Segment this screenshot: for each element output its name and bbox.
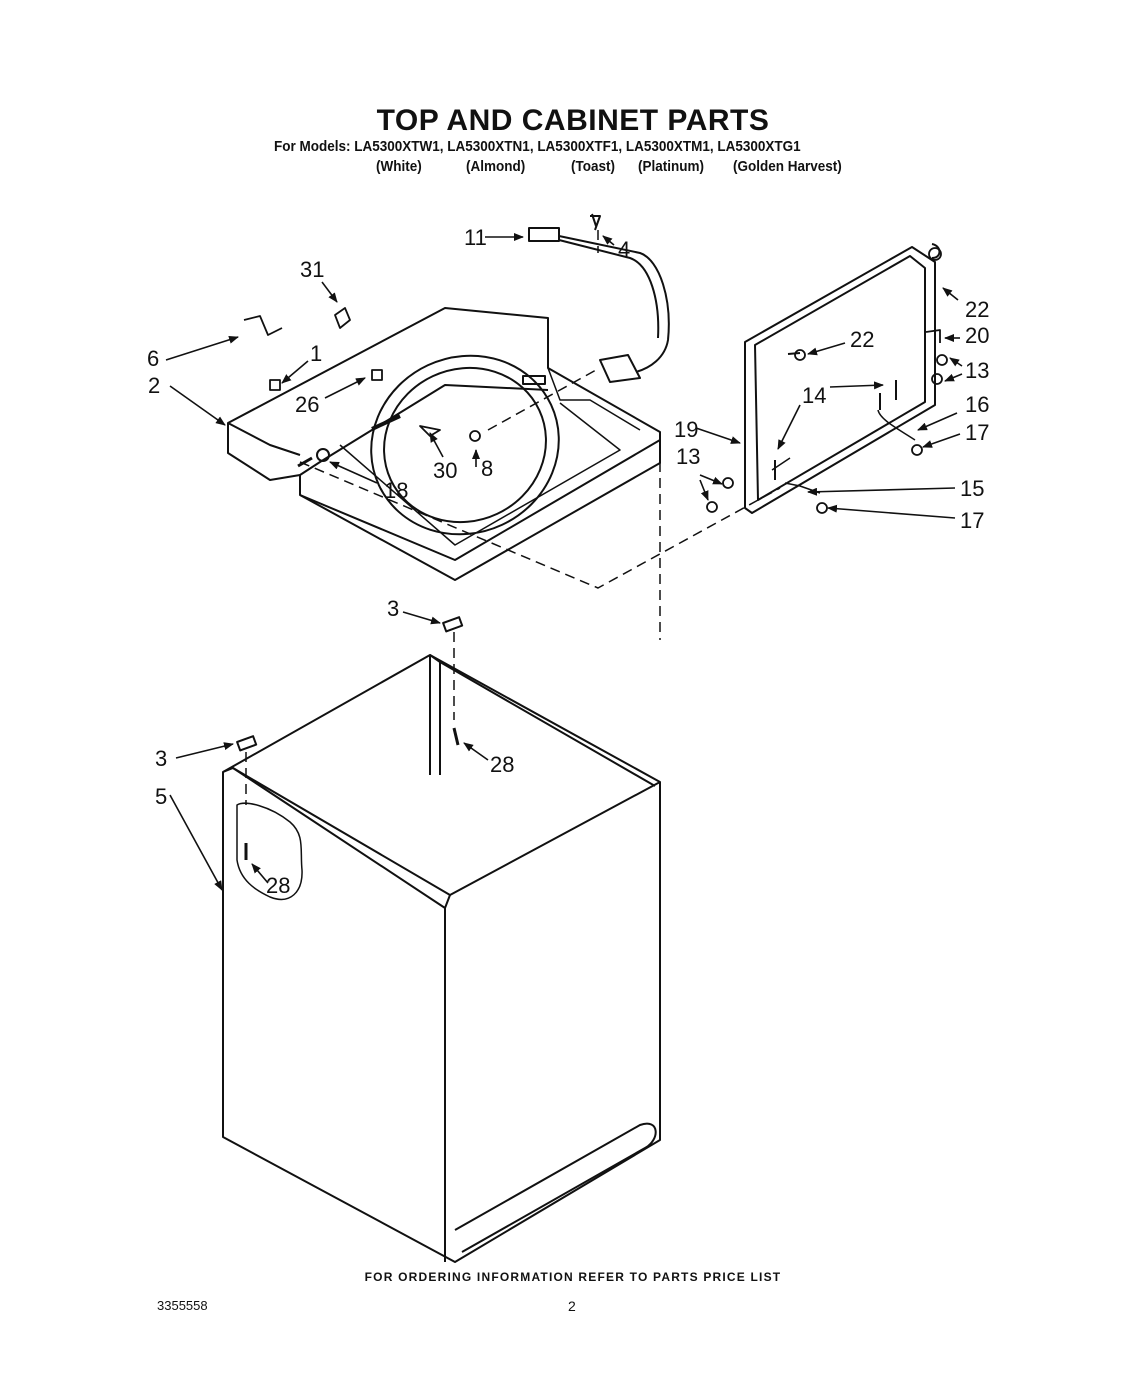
leader-lines	[165, 233, 963, 891]
hardware	[243, 247, 948, 860]
callout-3-lower: 3	[155, 746, 167, 771]
callout-20: 20	[965, 323, 989, 348]
callout-1: 1	[310, 341, 322, 366]
callout-15: 15	[960, 476, 984, 501]
callout-22-upper: 22	[965, 297, 989, 322]
callout-31: 31	[300, 257, 324, 282]
color-toast: (Toast)	[571, 158, 616, 175]
callout-28-lower: 28	[266, 873, 290, 898]
model-list: For Models: LA5300XTW1, LA5300XTN1, LA53…	[274, 138, 801, 155]
callout-17-upper: 17	[965, 420, 989, 445]
callout-2: 2	[148, 373, 160, 398]
document-number: 3355558	[157, 1298, 208, 1313]
color-white: (White)	[376, 158, 422, 175]
color-platinum: (Platinum)	[638, 158, 705, 175]
callout-19: 19	[674, 417, 698, 442]
callout-8: 8	[481, 456, 493, 481]
callout-17-lower: 17	[960, 508, 984, 533]
callout-labels: 11 4 31 6 1 2 26 30 8 18 22 22 20 13 14 …	[147, 225, 989, 898]
washer-cabinet	[222, 616, 661, 1263]
washer-lid	[744, 243, 941, 514]
callout-6: 6	[147, 346, 159, 371]
callout-14: 14	[802, 383, 826, 408]
washer-top	[227, 307, 661, 581]
callout-5: 5	[155, 784, 167, 809]
lid-switch-harness	[528, 213, 670, 383]
page-title: TOP AND CABINET PARTS	[376, 104, 770, 137]
callout-28-upper: 28	[490, 752, 514, 777]
callout-22-lower: 22	[850, 327, 874, 352]
callout-18: 18	[384, 478, 408, 503]
page-number: 2	[568, 1298, 576, 1314]
callout-30: 30	[433, 458, 457, 483]
ordering-note: FOR ORDERING INFORMATION REFER TO PARTS …	[364, 1270, 782, 1284]
callout-16: 16	[965, 392, 989, 417]
callout-3-upper: 3	[387, 596, 399, 621]
callout-13-lower: 13	[676, 444, 700, 469]
callout-4: 4	[618, 237, 630, 262]
callout-13-upper: 13	[965, 358, 989, 383]
color-golden-harvest: (Golden Harvest)	[733, 158, 842, 175]
callout-26: 26	[295, 392, 319, 417]
callout-11: 11	[464, 225, 487, 250]
assembly-guides	[245, 230, 781, 805]
color-almond: (Almond)	[466, 158, 526, 175]
